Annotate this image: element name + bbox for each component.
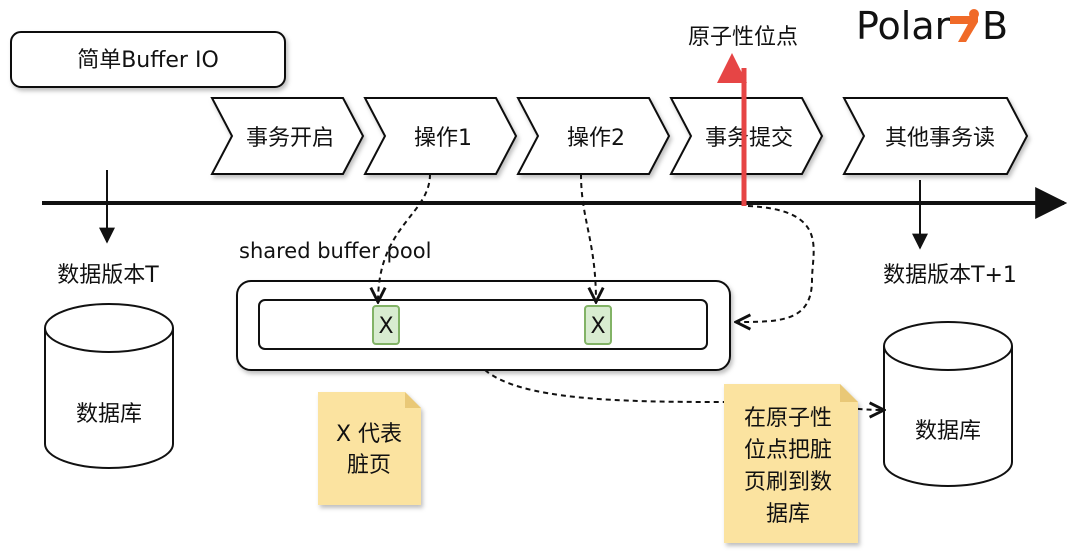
database-label: 数据库: [76, 402, 142, 427]
step-label: 操作1: [414, 126, 472, 151]
note-flush-line: 据库: [766, 502, 810, 527]
dirty-page-2: X: [584, 305, 612, 345]
note-dirty-line1: X 代表: [336, 422, 402, 447]
step-op2: 操作2: [516, 97, 671, 175]
commit-to-pool-arrow: [736, 205, 815, 322]
note-flush-line: 页刷到数: [744, 470, 832, 495]
step-label: 事务开启: [246, 126, 334, 151]
shared-buffer-pool: [236, 280, 731, 371]
database-label: 数据库: [915, 419, 981, 444]
step-chevrons: 事务开启 操作1 操作2 事务提交 其他事务读: [210, 97, 1029, 175]
title-text: 简单Buffer IO: [77, 48, 219, 73]
version-t1-label: 数据版本T+1: [883, 263, 1017, 288]
version-t-label: 数据版本T: [57, 263, 159, 288]
title-box: 简单Buffer IO: [10, 31, 286, 88]
step-other-read: 其他事务读: [842, 97, 1029, 175]
polardb-logo: Polar B: [856, 4, 1008, 48]
note-dirty-page: X 代表 脏页: [318, 392, 421, 505]
svg-text:X: X: [378, 314, 393, 339]
note-flush-line: 位点把脏: [744, 438, 832, 463]
step-label: 事务提交: [705, 126, 793, 151]
op2-to-dirty-arrow: [580, 173, 596, 302]
step-label: 其他事务读: [885, 126, 995, 151]
step-begin: 事务开启: [210, 97, 365, 175]
database-right: 数据库: [883, 321, 1013, 487]
dirty-page-1: X: [372, 305, 400, 345]
note-flush-line: 在原子性: [744, 406, 832, 431]
shared-buffer-pool-label: shared buffer pool: [239, 239, 431, 263]
note-dirty-line2: 脏页: [347, 453, 391, 478]
note-flush: 在原子性 位点把脏 页刷到数 据库: [724, 384, 858, 543]
svg-text:X: X: [590, 314, 605, 339]
step-label: 操作2: [567, 126, 625, 151]
atomic-point-label: 原子性位点: [688, 25, 798, 50]
logo-mark-icon: [950, 9, 979, 42]
logo-text-right: B: [982, 4, 1008, 48]
step-op1: 操作1: [363, 97, 518, 175]
database-left: 数据库: [44, 303, 174, 469]
logo-text-left: Polar: [856, 4, 951, 48]
op1-to-dirty-arrow: [378, 173, 431, 302]
